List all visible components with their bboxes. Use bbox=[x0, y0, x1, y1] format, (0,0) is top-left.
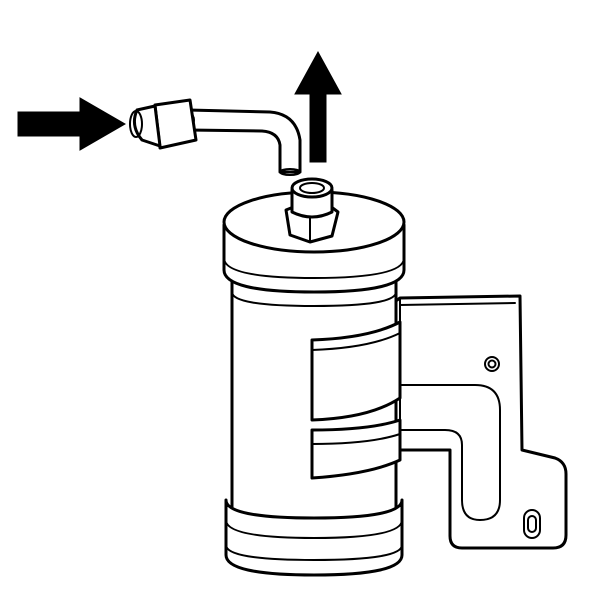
outlet-fitting bbox=[284, 177, 340, 244]
inlet-flow-arrow bbox=[17, 97, 126, 151]
bracket-slot-bottom bbox=[523, 509, 541, 539]
inlet-pipe bbox=[186, 108, 302, 176]
drier-cylinder bbox=[222, 190, 406, 577]
bracket-hole-top bbox=[484, 356, 500, 372]
inlet-nut bbox=[129, 98, 198, 150]
outlet-flow-arrow bbox=[294, 50, 342, 163]
